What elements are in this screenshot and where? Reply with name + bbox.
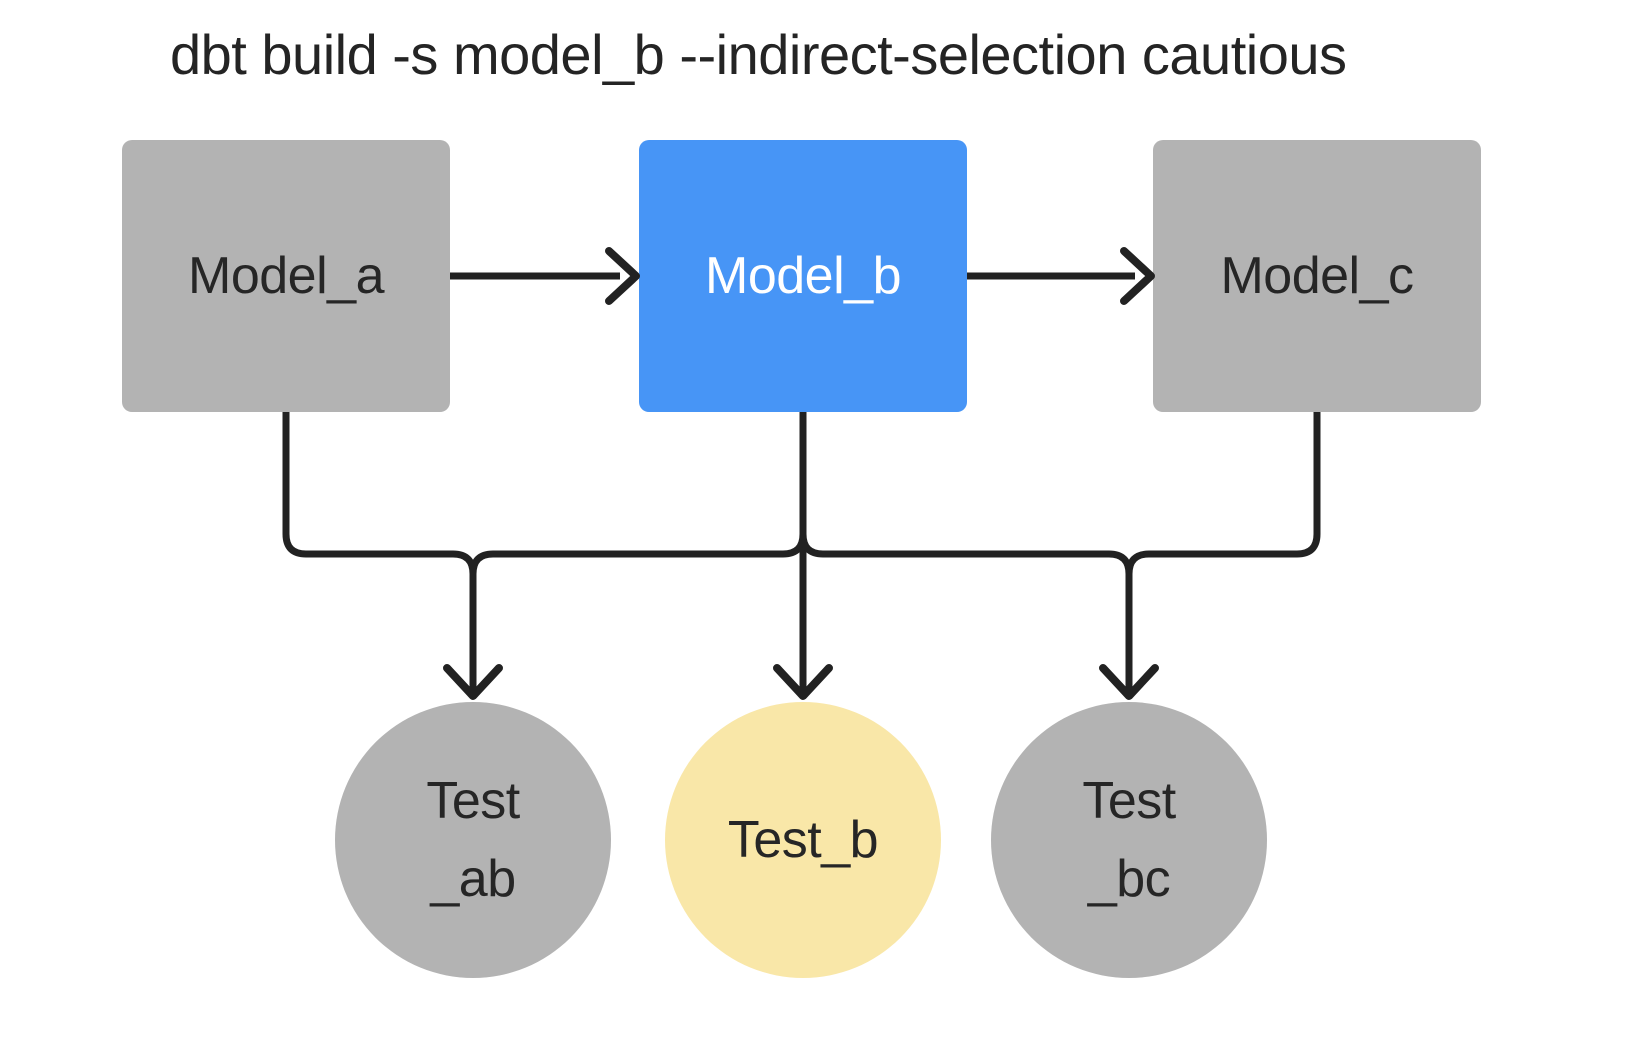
edge-model-a-to-test-ab (282, 412, 477, 692)
node-test-ab-label-line2: _ab (430, 850, 516, 908)
node-model-b: Model_b (639, 140, 967, 412)
node-test-bc-label-line1: Test (1082, 772, 1176, 830)
arrowhead-test-bc (1099, 664, 1159, 700)
node-model-c-label: Model_c (1220, 247, 1414, 305)
node-test-ab-label-line1: Test (426, 772, 520, 830)
arrowhead-test-ab (443, 664, 503, 700)
node-test-ab: Test _ab (335, 702, 611, 978)
node-test-bc: Test _bc (991, 702, 1267, 978)
arrowhead-model-c-left (1120, 247, 1155, 305)
node-test-b-label-line1: Test_b (727, 811, 879, 869)
node-model-a: Model_a (122, 140, 450, 412)
edge-model-c-to-test-bc (1125, 412, 1321, 692)
node-test-b: Test_b (665, 702, 941, 978)
node-model-a-label: Model_a (188, 247, 384, 305)
node-test-bc-label-line2: _bc (1087, 850, 1171, 908)
edge-model-b-to-test-bc (799, 412, 1133, 692)
edge-model-b-to-test-ab (469, 412, 807, 692)
node-model-b-label: Model_b (705, 247, 901, 305)
command-title: dbt build -s model_b --indirect-selectio… (170, 23, 1347, 86)
arrowhead-model-b-left (605, 247, 640, 305)
arrowhead-test-b (773, 664, 833, 700)
node-model-c: Model_c (1153, 140, 1481, 412)
